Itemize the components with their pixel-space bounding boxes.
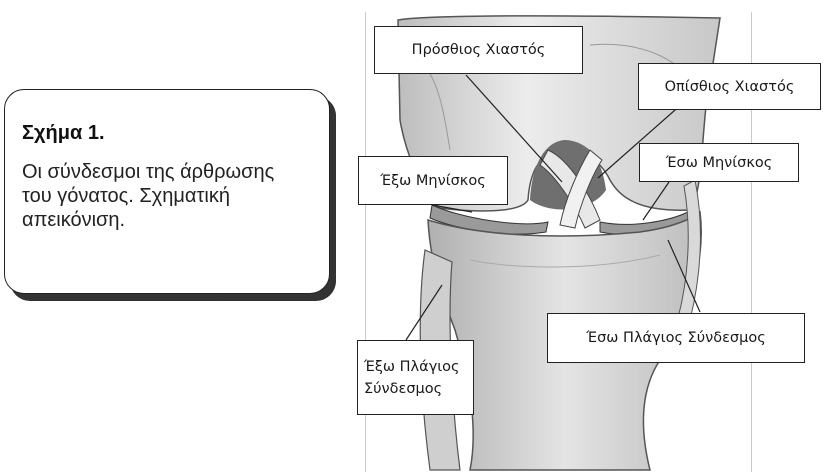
label-medial-meniscus: Έσω Μηνίσκος <box>639 143 799 182</box>
label-posterior-cruciate: Οπίσθιος Χιαστός <box>638 63 821 110</box>
label-anterior-cruciate: Πρόσθιος Χιαστός <box>374 26 583 74</box>
label-lateral-collateral: Έξω Πλάγιος Σύνδεσμος <box>357 340 474 415</box>
caption-title: Σχήμα 1. <box>22 122 105 145</box>
label-medial-collateral: Έσω Πλάγιος Σύνδεσμος <box>547 313 805 363</box>
caption-body: Οι σύνδεσμοι της άρθρωσης του γόνατος. Σ… <box>22 160 282 232</box>
label-lateral-meniscus: Έξω Μηνίσκος <box>358 156 508 205</box>
